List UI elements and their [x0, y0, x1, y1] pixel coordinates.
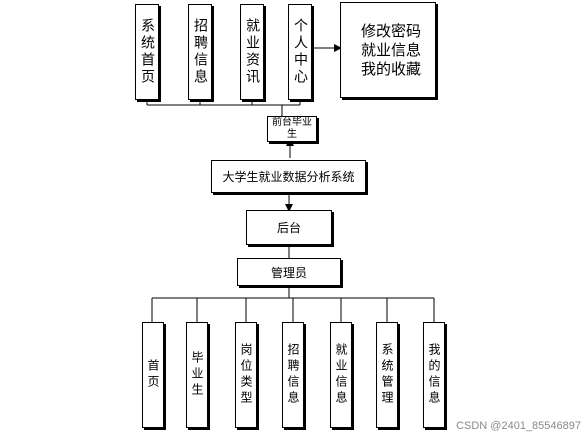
node-admin-employment: 就业信息	[330, 322, 352, 428]
watermark: CSDN @2401_85546897	[456, 420, 581, 432]
node-personal-items: 修改密码 就业信息 我的收藏	[340, 2, 436, 98]
node-admin-graduate: 毕业生	[186, 322, 208, 428]
node-label: 招聘信息	[192, 18, 208, 86]
node-backend: 后台	[246, 210, 332, 245]
node-frontend-graduate: 前台毕业生	[267, 116, 317, 142]
node-admin-mine: 我的信息	[423, 322, 445, 428]
node-label: 管理员	[270, 265, 307, 280]
node-admin-system: 系统管理	[376, 322, 398, 428]
node-admin-home: 首页	[142, 322, 164, 428]
node-home: 系统首页	[135, 4, 159, 100]
node-label: 后台	[276, 221, 301, 235]
node-label: 大学生就业数据分析系统	[222, 170, 355, 184]
node-employment-news: 就业资讯	[240, 4, 264, 100]
node-admin-position-type: 岗位类型	[235, 322, 257, 428]
node-label: 招聘信息	[286, 343, 300, 407]
node-label: 系统首页	[139, 18, 155, 86]
node-jobs: 招聘信息	[188, 4, 212, 100]
item-change-password: 修改密码	[361, 21, 422, 40]
node-admin: 管理员	[237, 258, 341, 286]
node-label: 就业资讯	[244, 18, 260, 86]
item-my-favorites: 我的收藏	[361, 59, 422, 78]
node-label: 就业信息	[334, 343, 348, 407]
node-admin-jobs: 招聘信息	[282, 322, 304, 428]
node-personal-center: 个人中心	[288, 4, 312, 100]
node-label: 我的信息	[427, 343, 441, 407]
item-employment-info: 就业信息	[361, 40, 422, 59]
node-label: 个人中心	[292, 18, 308, 86]
node-label: 毕业生	[190, 351, 204, 399]
node-label: 系统管理	[380, 343, 394, 407]
node-label: 岗位类型	[239, 343, 253, 407]
node-label: 前台毕业生	[272, 117, 312, 140]
node-label: 首页	[146, 359, 160, 391]
node-system: 大学生就业数据分析系统	[211, 160, 366, 193]
